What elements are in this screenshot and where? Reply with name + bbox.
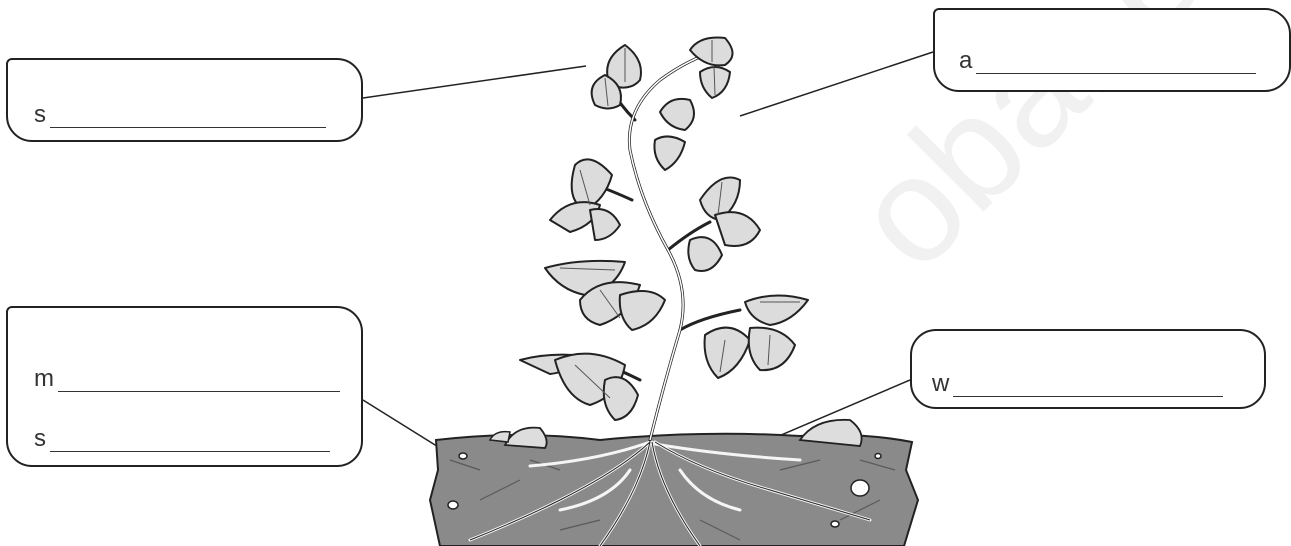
answer-blank[interactable] bbox=[976, 51, 1256, 74]
answer-field-bottom-left-1[interactable]: m bbox=[34, 362, 340, 392]
label-box-bottom-right: w bbox=[910, 329, 1266, 409]
label-box-top-left: s bbox=[6, 58, 363, 142]
answer-blank[interactable] bbox=[953, 374, 1223, 397]
field-letter: w bbox=[932, 371, 949, 397]
answer-field-bottom-right[interactable]: w bbox=[932, 367, 1223, 397]
pointer-lines bbox=[363, 52, 933, 462]
pointer-line-top-right bbox=[740, 52, 933, 116]
answer-blank[interactable] bbox=[50, 105, 326, 128]
answer-field-top-right[interactable]: a bbox=[959, 44, 1256, 74]
answer-blank[interactable] bbox=[58, 369, 340, 392]
answer-blank[interactable] bbox=[50, 429, 330, 452]
answer-field-bottom-left-2[interactable]: s bbox=[34, 422, 330, 452]
field-letter: s bbox=[34, 426, 46, 452]
answer-field-top-left[interactable]: s bbox=[34, 98, 326, 128]
pointer-line-top-left bbox=[363, 66, 586, 98]
field-letter: m bbox=[34, 366, 54, 392]
field-letter: s bbox=[34, 102, 46, 128]
label-box-top-right: a bbox=[933, 8, 1291, 92]
label-box-bottom-left: m s bbox=[6, 306, 363, 467]
field-letter: a bbox=[959, 48, 972, 74]
leaves bbox=[520, 38, 808, 421]
